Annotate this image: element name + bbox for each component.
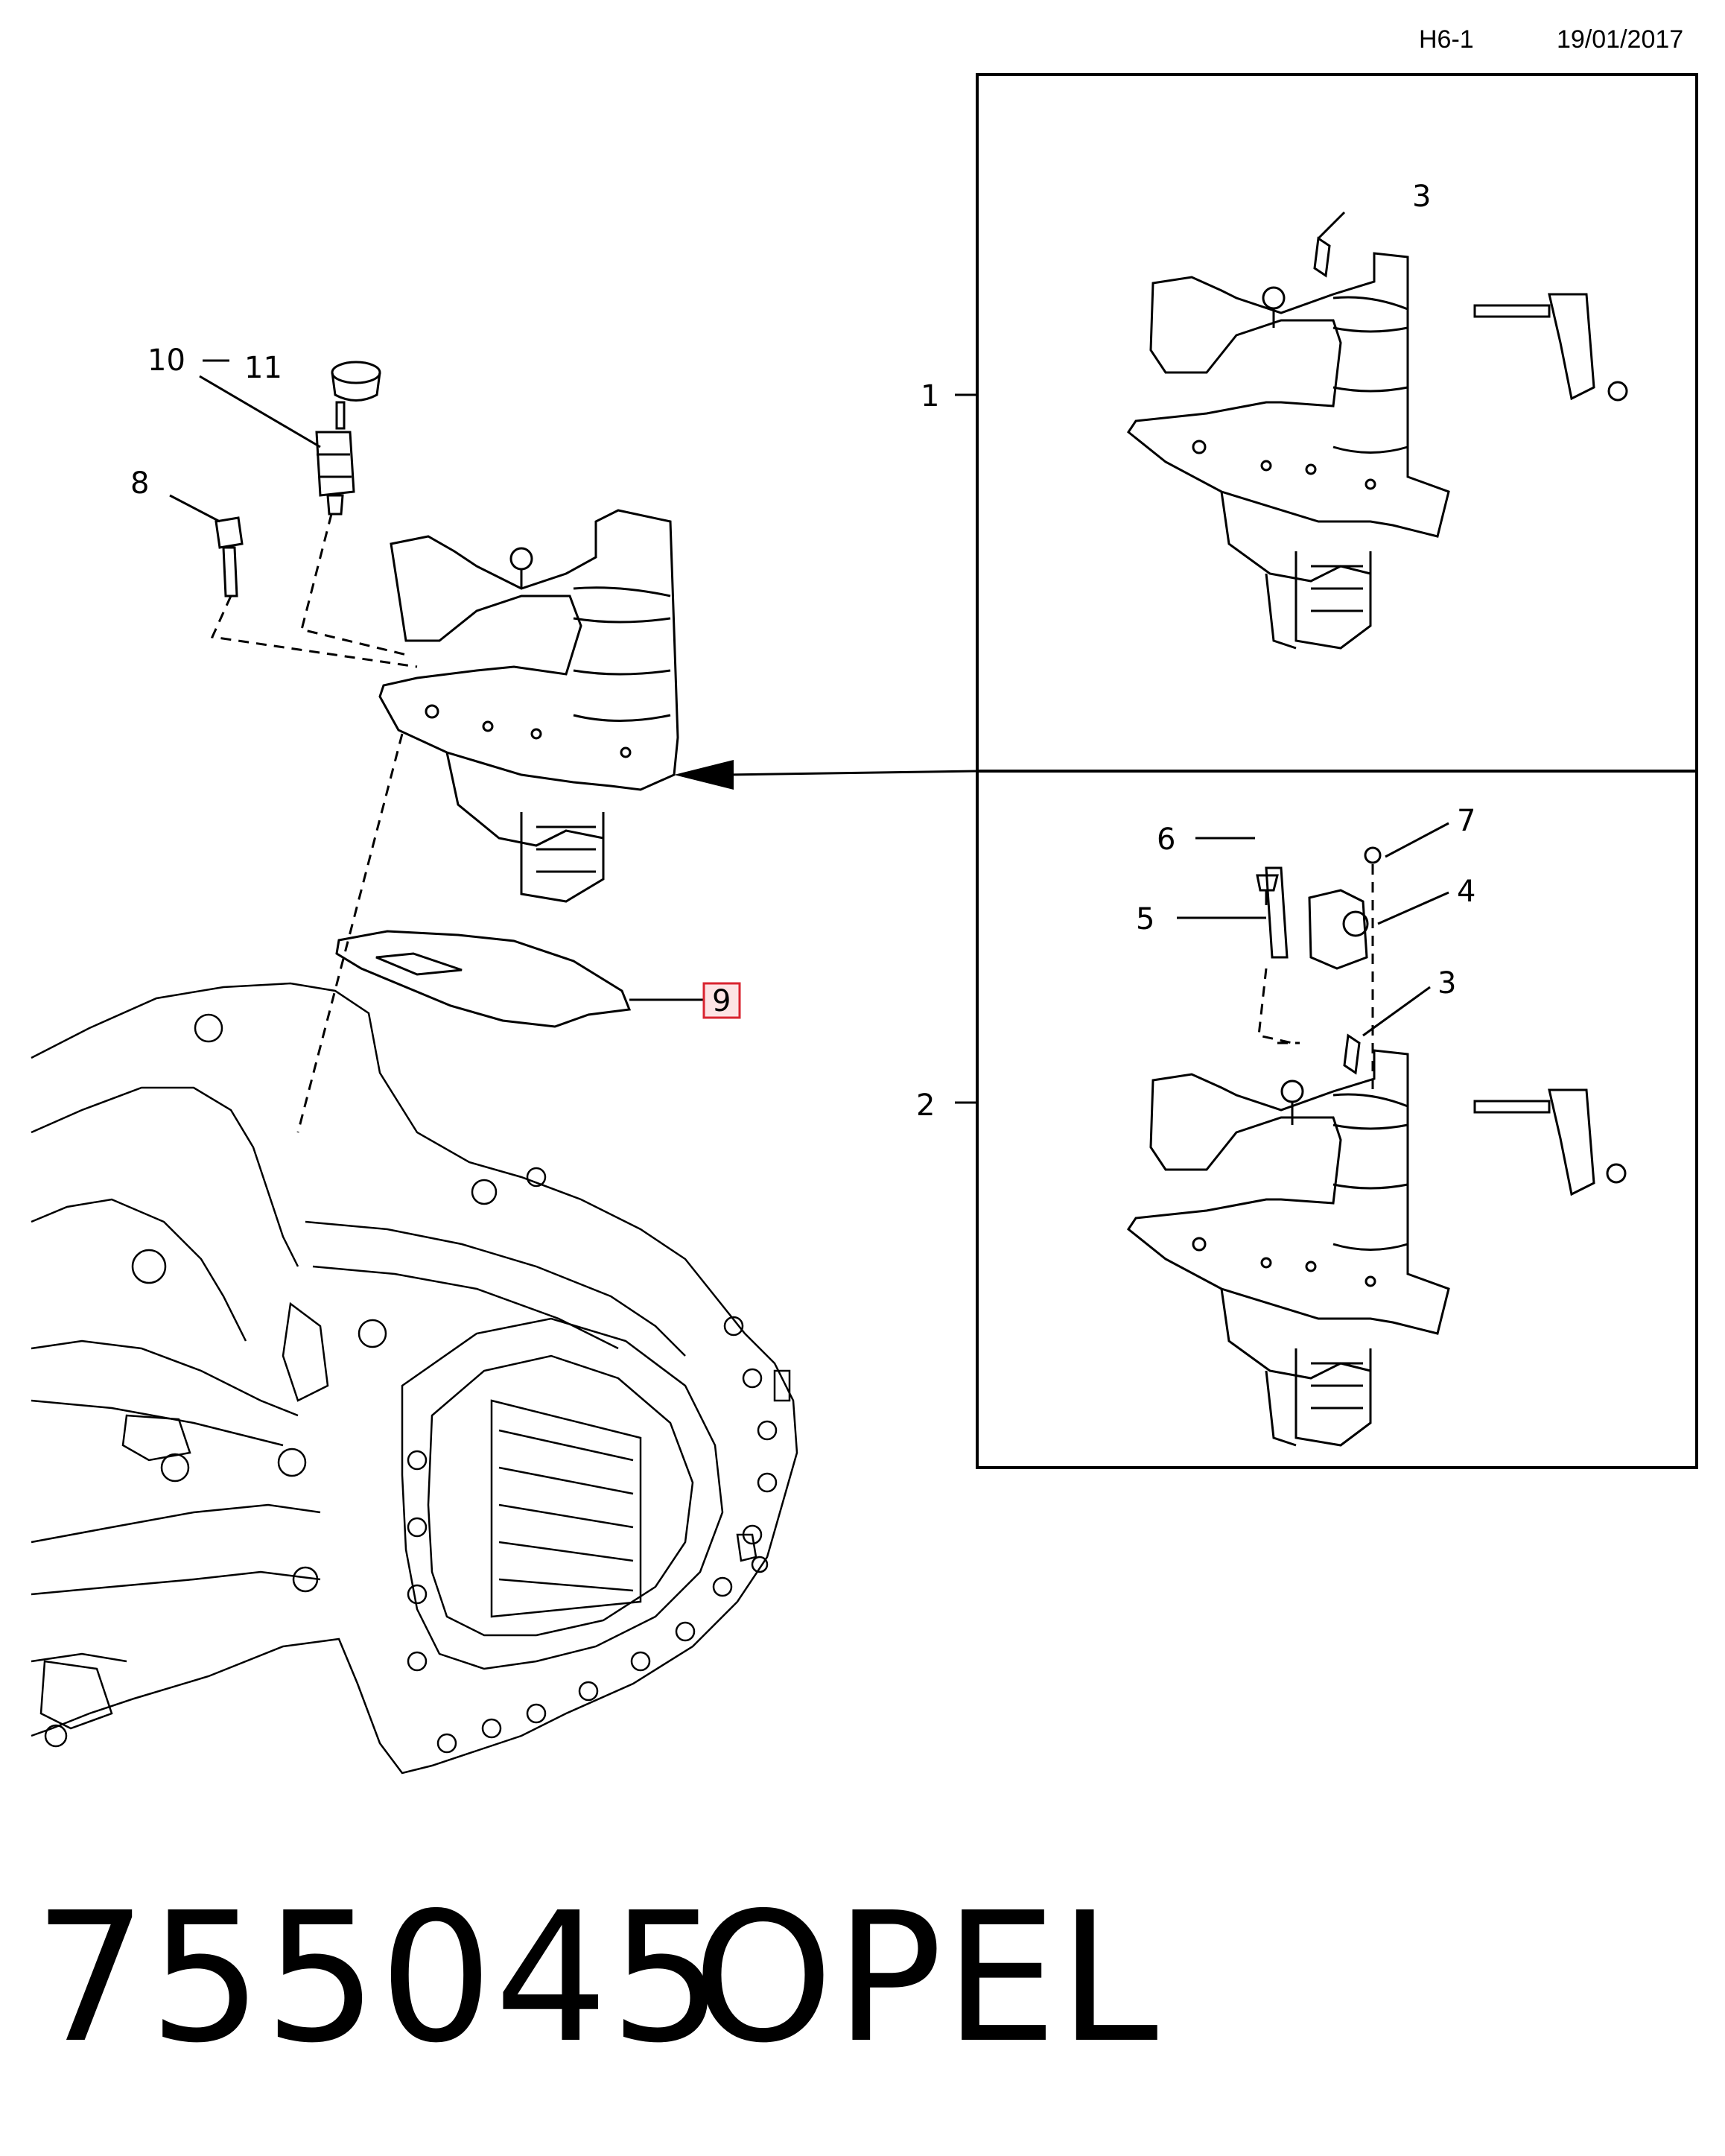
view-1-number: 1 (921, 379, 939, 413)
brand-name: OPEL (693, 1874, 1160, 2082)
callout-7: 7 (1457, 804, 1475, 838)
main-shift-housing (378, 509, 679, 903)
detail-1-shift-housing (1126, 236, 1628, 650)
callout-7-leader (1385, 822, 1449, 858)
callout-5: 5 (1136, 902, 1154, 936)
detail-2-dash-lines (1257, 864, 1374, 1095)
callout-4-leader (1377, 891, 1449, 925)
bolt-8 (215, 516, 244, 597)
part-number: 755045 (34, 1874, 725, 2082)
callout-9: 9 (712, 984, 731, 1018)
callout-8: 8 (130, 466, 149, 501)
pointer-arrow-line (725, 770, 978, 776)
detail-2-callout-3-leader (1362, 986, 1431, 1037)
drawing-date: 19/01/2017 (1557, 25, 1684, 54)
gasket-9 (335, 930, 632, 1028)
alignment-dash-lines (210, 513, 418, 1133)
callout-10: 10 (147, 343, 185, 378)
callout-11: 11 (244, 351, 282, 385)
view-2-number: 2 (916, 1088, 935, 1123)
detail-box-1 (976, 73, 1698, 773)
callout-10-leader (199, 375, 321, 448)
callout-3-detail-2: 3 (1438, 966, 1456, 1001)
cap-11 (331, 361, 381, 402)
transmission-case (31, 982, 798, 1775)
callout-9-highlight (702, 982, 741, 1019)
callout-8-leader (169, 494, 220, 523)
switch-10 (315, 401, 355, 516)
detail-box-2 (976, 770, 1698, 1469)
pointer-arrowhead (674, 760, 734, 790)
detail-2-shift-housing (1126, 846, 1627, 1447)
callout-3-detail-1: 3 (1412, 180, 1431, 214)
drawing-reference: H6-1 (1419, 25, 1474, 54)
callout-4: 4 (1457, 875, 1475, 909)
callout-6: 6 (1157, 822, 1175, 857)
detail-1-callout-3-leader (1317, 211, 1346, 240)
